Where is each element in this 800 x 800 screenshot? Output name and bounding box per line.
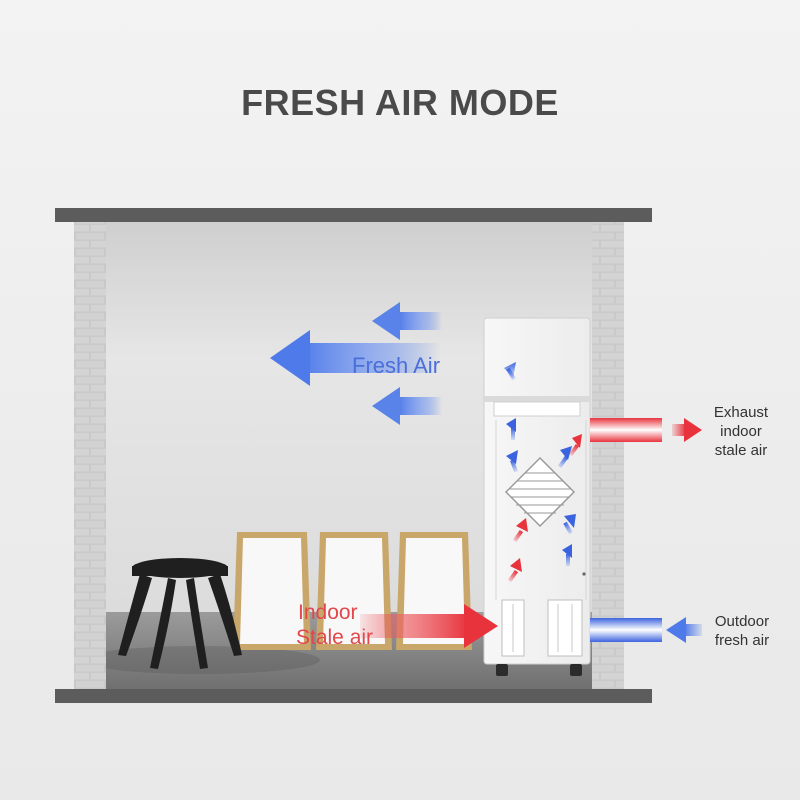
ceiling-slab <box>55 208 652 222</box>
fresh-air-arrow-icon <box>504 362 516 381</box>
fresh-air-arrow-icon <box>666 617 702 643</box>
outdoor-fresh-air-label: Outdoor fresh air <box>706 613 778 651</box>
indoor-stale-air-line2: Stale air <box>296 626 374 650</box>
floor-slab <box>55 689 652 703</box>
exhaust-label-line2: indoor <box>720 422 762 440</box>
stale-air-arrow-icon <box>672 418 702 442</box>
outdoor-label-line2: fresh air <box>714 631 770 649</box>
fresh-air-arrow-icon <box>563 514 576 535</box>
page-title: FRESH AIR MODE <box>241 82 559 123</box>
fresh-air-label: Fresh Air <box>352 353 441 378</box>
left-brick-wall <box>74 220 106 690</box>
outdoor-label-line1: Outdoor <box>714 613 770 630</box>
exhaust-label-line1: Exhaust <box>713 404 769 421</box>
picture-frame <box>233 532 311 650</box>
exhaust-duct <box>590 418 662 442</box>
right-brick-wall <box>592 220 624 690</box>
fresh-air-arrow-icon <box>372 302 442 340</box>
indoor-stale-air-line1: Indoor <box>298 601 358 624</box>
fresh-air-arrow-icon <box>557 446 572 469</box>
stool <box>118 558 242 669</box>
stale-air-arrow-icon <box>507 558 522 583</box>
fresh-air-arrow-icon <box>506 418 516 440</box>
fresh-air-arrow-icon <box>270 330 440 386</box>
exhaust-label-line3: stale air <box>714 441 768 459</box>
stale-air-arrow-icon <box>568 434 582 457</box>
fresh-air-arrow-icon <box>562 544 572 566</box>
outdoor-intake-duct <box>590 618 662 642</box>
fresh-air-arrow-icon <box>506 450 518 473</box>
air-handling-unit <box>483 317 591 676</box>
stale-air-arrow-icon <box>360 604 498 648</box>
exhaust-label: Exhaust indoor stale air <box>706 404 776 460</box>
fresh-air-arrow-icon <box>372 387 442 425</box>
stale-air-arrow-icon <box>512 518 528 543</box>
heat-exchanger-icon <box>504 456 576 528</box>
indoor-stale-air-label: Indoor Stale air <box>296 600 374 650</box>
